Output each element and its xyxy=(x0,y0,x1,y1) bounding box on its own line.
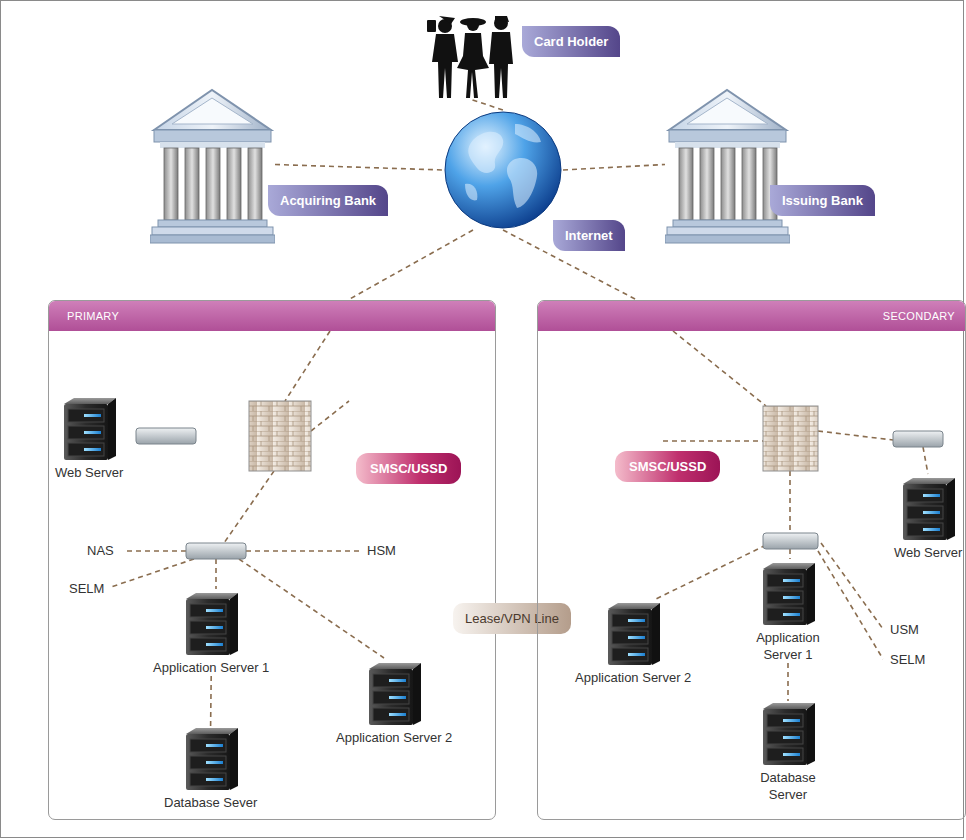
secondary-network-layout xyxy=(538,301,966,821)
server-label: Database Sever xyxy=(164,794,257,811)
port-label: NAS xyxy=(87,543,114,558)
server-icon xyxy=(182,591,240,657)
card-holder-figures xyxy=(425,12,520,100)
application-server: Application Server 2 xyxy=(333,661,455,746)
port-label: SELM xyxy=(890,652,925,667)
label-pill: Issuing Bank xyxy=(770,185,875,216)
label-pill: Acquiring Bank xyxy=(268,185,388,216)
acquiring-bank: Acquiring Bank xyxy=(150,82,275,247)
internet-globe: Internet xyxy=(443,110,563,230)
server-icon xyxy=(899,476,957,542)
network-switch xyxy=(763,431,943,549)
port-label: SELM xyxy=(69,581,104,596)
server-label: Web Server xyxy=(55,464,123,481)
label-pill: Card Holder xyxy=(522,26,620,57)
server-icon xyxy=(604,601,662,667)
panel-header-band: PRIMARY xyxy=(49,301,495,331)
application-server: Application Server 1 xyxy=(150,591,272,676)
lease-line-pill: Lease/VPN Line xyxy=(453,603,571,634)
application-server: Application Server 2 xyxy=(572,601,694,686)
server-icon xyxy=(759,561,817,627)
site-panel: SECONDARY SMSC/USSD Web ServerApplication … xyxy=(537,300,966,820)
smsc-pill: SMSC/USSD xyxy=(356,453,461,484)
dashed-link xyxy=(787,663,789,701)
pill-text: Lease/VPN Line xyxy=(465,611,559,626)
server-icon xyxy=(60,396,118,462)
server-icon xyxy=(365,661,423,727)
server-label: Application Server 2 xyxy=(336,729,452,746)
pill-text: SMSC/USSD xyxy=(629,459,706,474)
label-pill: Internet xyxy=(553,220,625,251)
port-label: HSM xyxy=(367,543,396,558)
bank-building xyxy=(665,82,790,247)
web-server: Web Server xyxy=(891,476,965,561)
panel-header-band: SECONDARY xyxy=(538,301,965,331)
dashed-link xyxy=(210,676,212,726)
database-server: Database Server xyxy=(750,701,826,803)
bank-building xyxy=(150,82,275,247)
server-label: Web Server xyxy=(894,544,962,561)
server-label: Application Server 2 xyxy=(575,669,691,686)
panel-title: SECONDARY xyxy=(883,310,955,322)
server-label: Database Server xyxy=(753,769,823,803)
server-label: Application Server 1 xyxy=(748,629,828,663)
smsc-pill: SMSC/USSD xyxy=(615,451,720,482)
dashed-link xyxy=(563,165,665,171)
dashed-link xyxy=(473,100,504,110)
server-icon xyxy=(182,726,240,792)
application-server: Application Server 1 xyxy=(745,561,831,663)
panel-title: PRIMARY xyxy=(67,310,119,322)
pill-text: SMSC/USSD xyxy=(370,461,447,476)
port-label: USM xyxy=(890,622,919,637)
server-icon xyxy=(759,701,817,767)
dashed-link xyxy=(275,165,443,171)
dashed-link xyxy=(348,230,473,300)
firewall xyxy=(763,406,818,471)
card-holder: Card Holder xyxy=(425,12,520,100)
web-server: Web Server xyxy=(52,396,126,481)
network-switch xyxy=(136,428,246,559)
site-panel: PRIMARY Web Server SMSC/USSD Application Se… xyxy=(48,300,496,820)
globe xyxy=(443,110,563,230)
firewall xyxy=(249,401,311,471)
issuing-bank: Issuing Bank xyxy=(665,82,790,247)
database-server: Database Sever xyxy=(161,726,260,811)
server-label: Application Server 1 xyxy=(153,659,269,676)
